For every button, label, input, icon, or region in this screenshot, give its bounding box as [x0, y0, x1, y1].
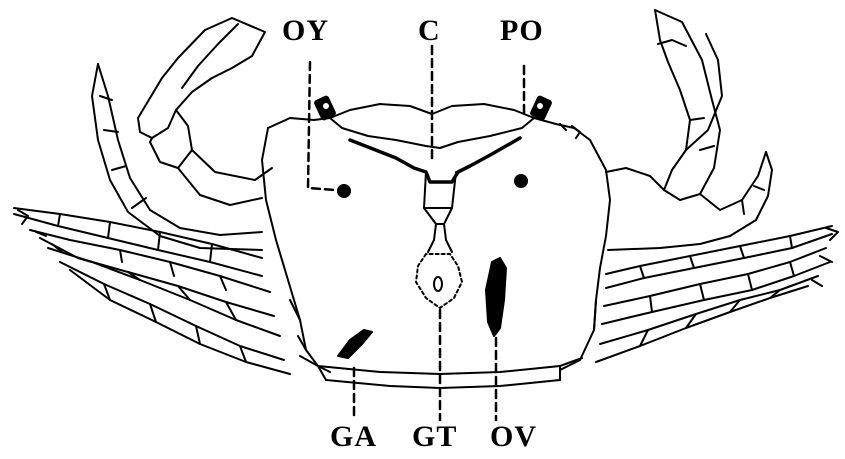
leader-lines	[308, 46, 524, 420]
label-c: C	[418, 16, 441, 46]
body	[262, 96, 610, 388]
label-ov: OV	[490, 422, 537, 452]
leader-oy	[308, 62, 334, 190]
label-po: PO	[500, 16, 544, 46]
label-ga: GA	[330, 422, 377, 452]
left-cheliped	[92, 18, 272, 250]
right-walking-legs	[596, 226, 838, 362]
label-oy: OY	[282, 16, 329, 46]
right-cheliped	[606, 10, 772, 250]
label-gt: GT	[412, 422, 457, 452]
